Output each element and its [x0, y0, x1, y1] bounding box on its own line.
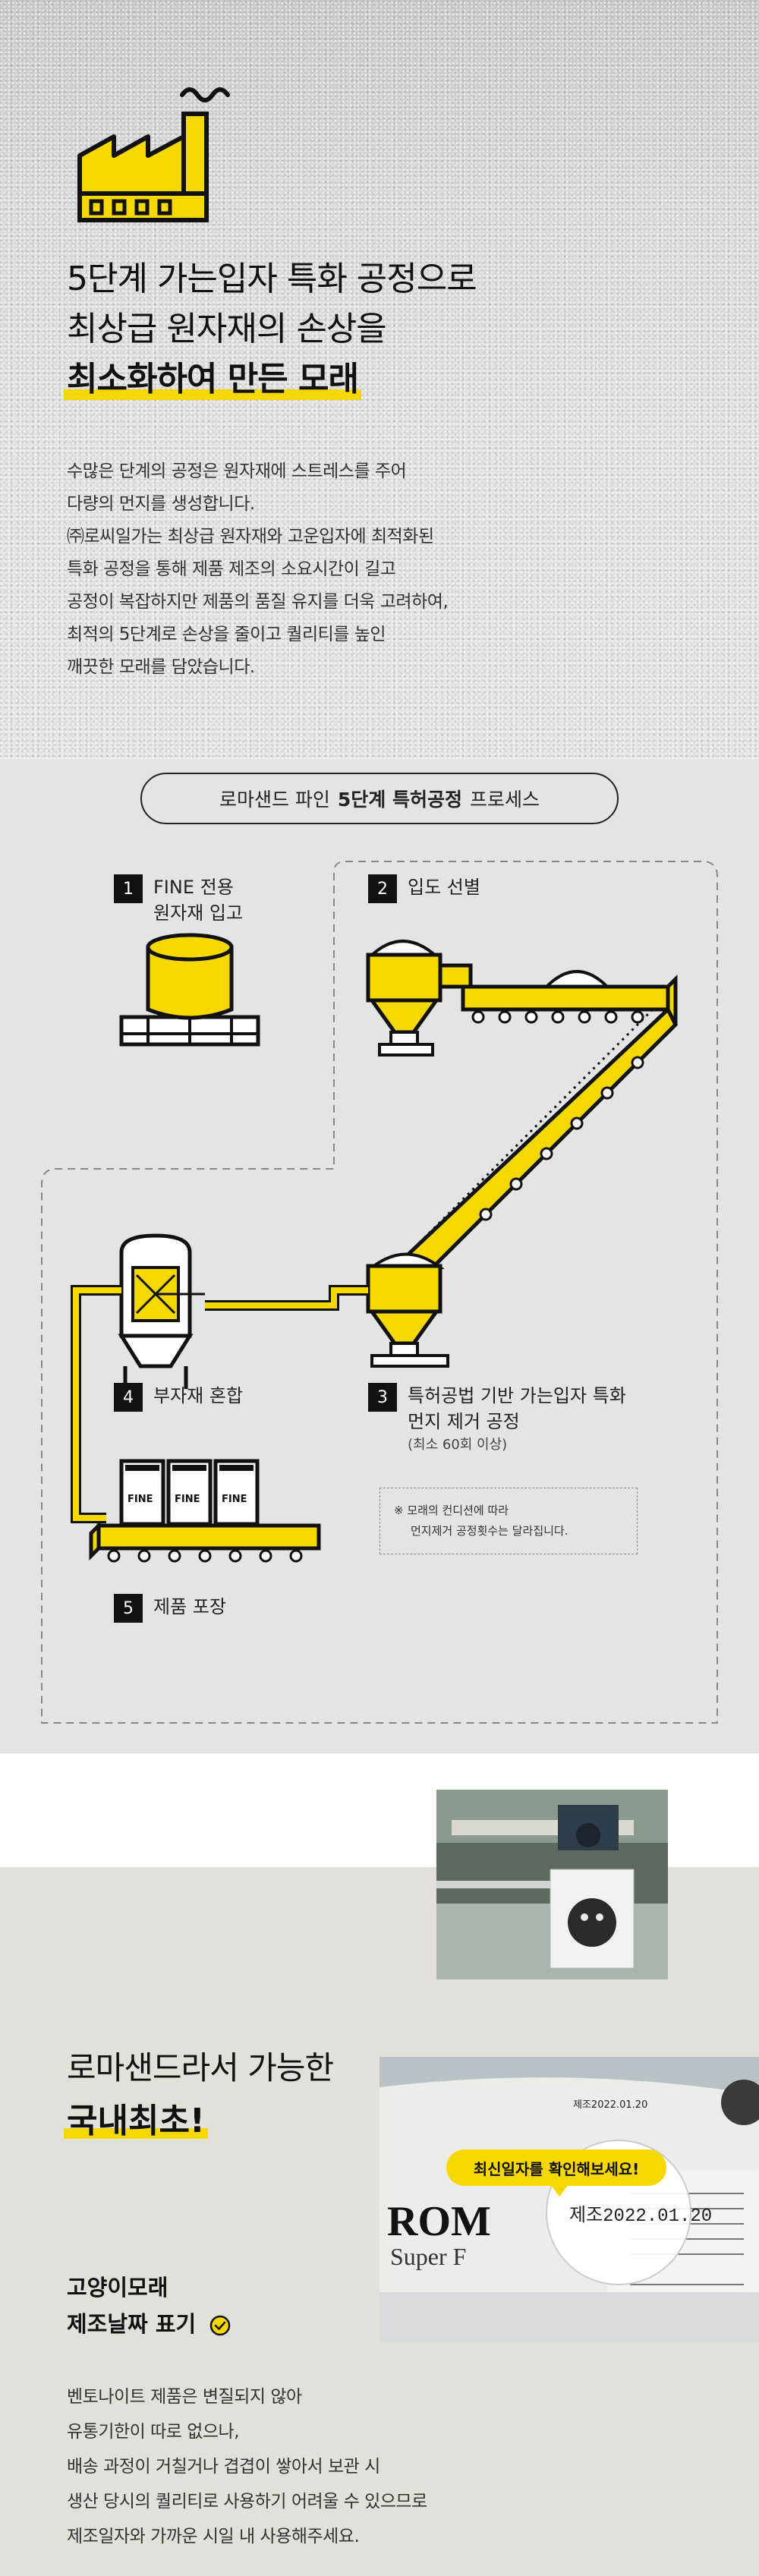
stamp-small-text: 제조2022.01.20: [573, 2099, 648, 2111]
step-title: FINE 전용: [153, 877, 234, 898]
step-title: 제품 포장: [153, 1596, 226, 1617]
step-5: 5 제품 포장: [114, 1594, 226, 1623]
desc-line: 유통기한이 따로 없으나,: [67, 2422, 240, 2442]
step-1: 1 FINE 전용 원자재 입고: [114, 874, 243, 926]
check-circle-icon: [210, 2315, 231, 2336]
step-number: 4: [114, 1383, 143, 1412]
conveyor-upper-illustration: [398, 970, 679, 1278]
step-title-2: 원자재 입고: [153, 902, 244, 924]
bag-label: FINE: [175, 1494, 200, 1505]
mixer-silo-illustration: [118, 1233, 205, 1389]
step-number: 5: [114, 1594, 143, 1623]
step-title: 입도 선별: [408, 877, 480, 898]
bag-label: FINE: [128, 1494, 153, 1505]
process-section: 로마샌드 파인 5단계 특허공정 프로세스 FINE FINE FINE 1 F…: [0, 759, 759, 1753]
step-number: 2: [368, 874, 397, 903]
process-note: ※ 모래의 컨디션에 따라 먼지제거 공정횟수는 달라집니다.: [380, 1488, 638, 1554]
tagline-line-1: 로마샌드라서 가능한: [67, 2049, 334, 2086]
desc-line: 생산 당시의 퀄리티로 사용하기 어려울 수 있으므로: [67, 2492, 427, 2511]
tagline-line-2: 국내최초!: [64, 2093, 208, 2142]
headline-line-1: 5단계 가는입자 특화 공정으로: [67, 260, 477, 298]
note-line-2: 먼지제거 공정횟수는 달라집니다.: [411, 1524, 568, 1538]
step-sub: (최소 60회 이상): [408, 1437, 508, 1453]
headline-line-3: 최소화하여 만든 모래: [64, 354, 361, 405]
date-subhead: 고양이모래 제조날짜 표기: [67, 2269, 231, 2342]
intro-body: 수많은 단계의 공정은 원자재에 스트레스를 주어 다량의 먼지를 생성합니다.…: [67, 455, 689, 684]
desc-line: 벤토나이트 제품은 변질되지 않아: [67, 2387, 302, 2407]
date-tagline: 로마샌드라서 가능한 국내최초!: [64, 2043, 334, 2142]
bag-sub-text: Super F: [390, 2243, 467, 2270]
body-line: 깨끗한 모래를 담았습니다.: [67, 657, 255, 677]
stamp-large-text: 제조2022.01.20: [569, 2206, 713, 2227]
pill-prefix: 로마샌드 파인: [219, 789, 330, 811]
step-4: 4 부자재 혼합: [114, 1383, 243, 1412]
subhead-line-1: 고양이모래: [67, 2275, 168, 2300]
bag-label: FINE: [222, 1494, 247, 1505]
packaging-conveyor-illustration: [89, 1459, 321, 1563]
body-line: 공정이 복잡하지만 제품의 품질 유지를 더욱 고려하여,: [67, 592, 449, 612]
headline-line-2: 최상급 원자재의 손상을: [67, 310, 387, 348]
intro-section: 5단계 가는입자 특화 공정으로 최상급 원자재의 손상을 최소화하여 만든 모…: [0, 0, 759, 759]
step-title-2: 먼지 제거 공정: [408, 1411, 520, 1432]
intro-headline: 5단계 가는입자 특화 공정으로 최상급 원자재의 손상을 최소화하여 만든 모…: [64, 254, 689, 405]
step-number: 3: [368, 1383, 397, 1412]
desc-line: 제조일자와 가까운 시일 내 사용해주세요.: [67, 2527, 360, 2546]
speech-bubble: 최신일자를 확인해보세요!: [446, 2149, 666, 2186]
step-3: 3 특허공법 기반 가는입자 특화 먼지 제거 공정 (최소 60회 이상): [368, 1383, 626, 1456]
raw-material-tub-illustration: [119, 933, 260, 1047]
factory-icon: [77, 87, 230, 222]
sorting-hopper-illustration: [366, 940, 473, 1057]
desc-line: 배송 과정이 거칠거나 겹겹이 쌓아서 보관 시: [67, 2457, 380, 2477]
manufacture-date-section: ROM Super F 제조2022.01.20 제조2022.01.20 최신…: [0, 1753, 759, 2576]
pill-bold: 5단계 특허공정: [337, 789, 463, 811]
bag-brand-text: ROM: [387, 2198, 491, 2245]
body-line: 최적의 5단계로 손상을 줄이고 퀄리티를 높인: [67, 625, 386, 644]
body-line: 특화 공정을 통해 제품 제조의 소요시간이 길고: [67, 559, 396, 579]
step-number: 1: [114, 874, 143, 903]
bubble-tail-icon: [550, 2184, 568, 2197]
process-diagram: [41, 861, 718, 1724]
pill-suffix: 프로세스: [470, 789, 540, 811]
note-line-1: ※ 모래의 컨디션에 따라: [394, 1504, 509, 1517]
step-2: 2 입도 선별: [368, 874, 480, 903]
step-title: 부자재 혼합: [153, 1385, 244, 1406]
dust-removal-funnel-illustration: [366, 1252, 449, 1368]
body-line: 다량의 먼지를 생성합니다.: [67, 494, 255, 514]
body-line: 수많은 단계의 공정은 원자재에 스트레스를 주어: [67, 461, 407, 481]
speech-bubble-text: 최신일자를 확인해보세요!: [473, 2159, 640, 2178]
packaging-machine-photo: [436, 1790, 668, 1979]
body-line: ㈜로씨일가는 최상급 원자재와 고운입자에 최적화된: [67, 527, 434, 546]
subhead-line-2: 제조날짜 표기: [67, 2311, 197, 2337]
process-pill-heading: 로마샌드 파인 5단계 특허공정 프로세스: [140, 773, 619, 824]
date-description: 벤토나이트 제품은 변질되지 않아 유통기한이 따로 없으나, 배송 과정이 거…: [67, 2379, 689, 2554]
step-title: 특허공법 기반 가는입자 특화: [408, 1385, 626, 1406]
date-stamp-photo: ROM Super F 제조2022.01.20 제조2022.01.20 최신…: [380, 2057, 759, 2342]
